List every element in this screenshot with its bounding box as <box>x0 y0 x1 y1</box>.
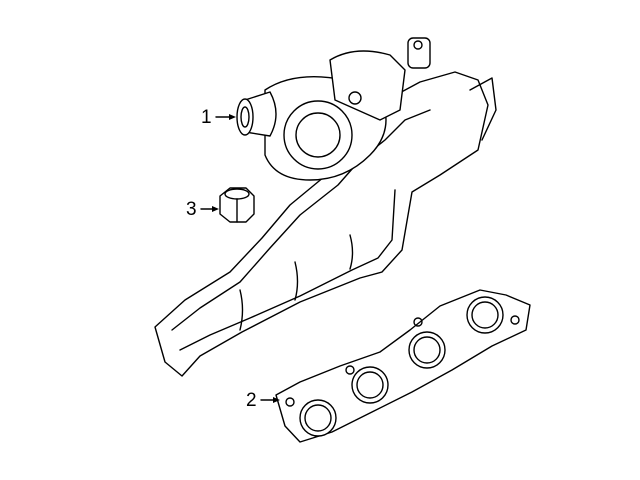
gasket <box>275 289 531 443</box>
exhaust-manifold <box>154 71 497 377</box>
nut <box>219 187 255 223</box>
leader-arrows <box>200 114 280 403</box>
callout-2: 2 <box>246 390 257 411</box>
callout-3: 3 <box>186 199 197 220</box>
turbocharger <box>236 37 431 181</box>
callout-1: 1 <box>201 107 212 128</box>
